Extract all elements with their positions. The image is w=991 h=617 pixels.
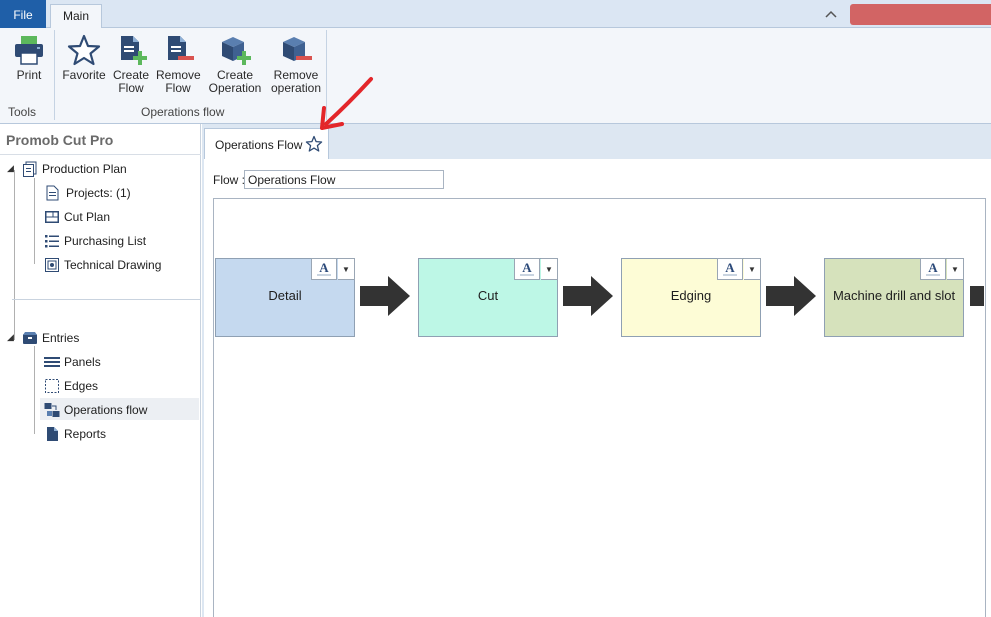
create-operation-button[interactable]: Create Operation (206, 34, 264, 95)
font-a-icon: A (319, 260, 329, 275)
remove-flow-label: Remove Flow (156, 68, 201, 95)
tab-label: Operations Flow (215, 138, 303, 152)
tree-item-technical-drawing[interactable]: Technical Drawing (44, 253, 161, 275)
chevron-up-icon[interactable] (822, 6, 840, 22)
divider (0, 154, 201, 155)
left-panel: Promob Cut Pro ◢ Production Plan Project… (0, 124, 201, 617)
group-label-operations-flow: Operations flow (141, 105, 225, 119)
tree-item-edges[interactable]: Edges (44, 374, 98, 396)
tree-item-label: Projects: (1) (66, 185, 131, 200)
tree-item-label: Cut Plan (64, 209, 111, 224)
tree-line (34, 178, 35, 264)
chevron-down-icon[interactable]: ▼ (338, 258, 355, 280)
tree-item-projects[interactable]: Projects: (1) (44, 181, 131, 203)
flow-name-input[interactable] (244, 170, 444, 189)
font-color-button[interactable]: A (514, 258, 540, 280)
favorite-button[interactable]: Favorite (62, 34, 106, 82)
font-color-button[interactable]: A (311, 258, 337, 280)
tree-item-purchasing-list[interactable]: Purchasing List (44, 229, 146, 251)
print-label: Print (16, 68, 42, 82)
document-icon (46, 185, 59, 201)
favorite-label: Favorite (62, 68, 106, 82)
tree-item-label: Technical Drawing (64, 257, 162, 272)
tree-item-label: Edges (64, 378, 99, 393)
remove-operation-button[interactable]: Remove operation (268, 34, 324, 95)
annotation-arrow-icon (320, 77, 373, 130)
operation-box-cut[interactable]: Cut A ▼ (418, 258, 558, 337)
tree-item-production-plan[interactable]: Production Plan (22, 157, 127, 179)
flow-arrow-icon (360, 276, 410, 316)
star-outline-icon[interactable] (305, 135, 323, 153)
operation-label: Cut (477, 288, 499, 303)
title-bar (0, 0, 991, 28)
create-operation-label: Create Operation (208, 68, 262, 95)
divider (12, 299, 201, 300)
reports-icon (47, 426, 58, 441)
remove-operation-label: Remove operation (270, 68, 322, 95)
tree-item-label: Reports (64, 426, 107, 441)
remove-flow-icon (168, 36, 194, 60)
printer-icon (15, 36, 43, 65)
create-flow-button[interactable]: Create Flow (110, 34, 152, 95)
tree-line (14, 170, 15, 340)
panels-icon (44, 356, 60, 367)
operation-box-machine-drill-and-slot[interactable]: Machine drill and slot A ▼ (824, 258, 964, 337)
tree-item-panels[interactable]: Panels (44, 350, 101, 372)
flow-arrow-icon (766, 276, 816, 316)
remove-flow-button[interactable]: Remove Flow (156, 34, 201, 95)
technical-drawing-icon (45, 257, 59, 272)
file-tab[interactable]: File (0, 0, 46, 28)
create-operation-icon (222, 37, 251, 65)
font-color-button[interactable]: A (920, 258, 946, 280)
tree-item-cut-plan[interactable]: Cut Plan (44, 205, 110, 227)
tree-item-operations-flow[interactable]: Operations flow (40, 398, 199, 420)
app-title: Promob Cut Pro (6, 132, 114, 148)
tree-item-reports[interactable]: Reports (44, 422, 106, 444)
font-a-icon: A (522, 260, 532, 275)
group-label-tools: Tools (8, 105, 37, 119)
entries-icon (23, 331, 37, 344)
tree-item-label: Entries (42, 330, 80, 345)
operation-label: Detail (268, 288, 302, 303)
tree-item-label: Operations flow (64, 402, 148, 417)
operation-box-edging[interactable]: Edging A ▼ (621, 258, 761, 337)
collapse-toggle[interactable]: ◢ (7, 332, 14, 342)
collapse-toggle[interactable]: ◢ (7, 163, 14, 173)
red-bar (850, 4, 991, 25)
flow-label: Flow : (213, 173, 246, 187)
tree-item-label: Production Plan (42, 161, 127, 176)
cut-plan-icon (45, 210, 59, 223)
tab-operations-flow[interactable]: Operations Flow (204, 128, 329, 159)
create-flow-label: Create Flow (112, 68, 150, 95)
font-a-icon: A (928, 260, 938, 275)
main-tab[interactable]: Main (50, 4, 102, 29)
font-a-icon: A (725, 260, 735, 275)
tree-item-entries[interactable]: Entries (22, 326, 79, 348)
list-icon (45, 234, 59, 248)
flow-arrow-partial (970, 286, 984, 306)
print-button[interactable]: Print (8, 34, 50, 82)
flow-arrow-icon (563, 276, 613, 316)
ribbon: Print Favorite Create Flow Remove Flow (0, 28, 991, 124)
operation-box-detail[interactable]: Detail A ▼ (215, 258, 355, 337)
operations-flow-icon (44, 402, 60, 417)
tree-item-label: Panels (64, 354, 101, 369)
tree-line (34, 346, 35, 434)
font-color-button[interactable]: A (717, 258, 743, 280)
chevron-down-icon[interactable]: ▼ (541, 258, 558, 280)
operation-label: Edging (670, 288, 712, 303)
tree-item-label: Purchasing List (64, 233, 147, 248)
operation-label: Machine drill and slot (832, 288, 956, 303)
chevron-down-icon[interactable]: ▼ (947, 258, 964, 280)
group-separator (54, 30, 55, 120)
remove-operation-icon (283, 37, 312, 61)
group-separator (326, 30, 327, 120)
chevron-down-icon[interactable]: ▼ (744, 258, 761, 280)
edges-icon (45, 378, 59, 393)
production-plan-icon (23, 161, 37, 177)
star-icon (67, 34, 101, 66)
create-flow-icon (121, 36, 147, 65)
